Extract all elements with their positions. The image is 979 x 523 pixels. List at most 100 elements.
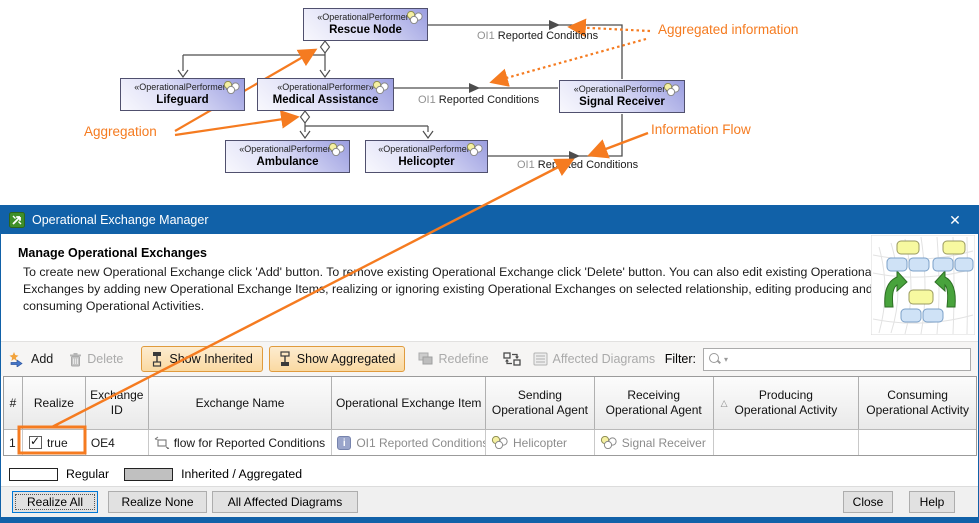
- header-exchange-name[interactable]: Exchange Name: [149, 377, 333, 429]
- diagram-connectors: [174, 18, 651, 161]
- stereotype-label: «OperationalPerformer»: [317, 12, 414, 22]
- title-bar: Operational Exchange Manager ✕: [1, 206, 978, 234]
- node-ambulance[interactable]: «OperationalPerformer» Ambulance: [225, 140, 350, 173]
- performer-icon: [600, 436, 617, 449]
- header-operational-exchange-item[interactable]: Operational Exchange Item: [332, 377, 487, 429]
- annotation-information-flow: Information Flow: [651, 122, 751, 137]
- legend-regular-label: Regular: [66, 467, 110, 481]
- performer-icon: [663, 83, 680, 96]
- operational-exchange-manager-window: Operational Exchange Manager ✕ Manage Op…: [0, 205, 979, 523]
- realize-none-button[interactable]: Realize None: [108, 491, 207, 513]
- cell-sending-agent: Helicopter: [486, 430, 595, 455]
- window-title: Operational Exchange Manager: [32, 213, 209, 227]
- cell-exchange-name: flow for Reported Conditions: [149, 430, 333, 455]
- show-aggregated-icon: [280, 351, 290, 366]
- add-icon: [9, 351, 23, 367]
- stereotype-label: «OperationalPerformer»: [134, 82, 231, 92]
- realize-all-button[interactable]: Realize All: [12, 491, 98, 513]
- node-signal-receiver[interactable]: «OperationalPerformer» Signal Receiver: [559, 80, 685, 113]
- switch-glyph-icon: [502, 352, 521, 366]
- filter-input[interactable]: [728, 348, 970, 370]
- node-rescue-node[interactable]: «OperationalPerformer» Rescue Node: [303, 8, 428, 41]
- description-line-1: To create new Operational Exchange click…: [23, 265, 875, 279]
- table-row[interactable]: 1 ✓ true OE4 flow for Reported Condition…: [4, 429, 976, 455]
- node-name: Medical Assistance: [272, 94, 379, 106]
- description-line-3: consuming Operational Activities.: [23, 299, 205, 313]
- stereotype-label: «OperationalPerformer»: [573, 84, 671, 94]
- show-aggregated-toggle[interactable]: Show Aggregated: [268, 346, 406, 372]
- cell-exchange-id: OE4: [86, 430, 149, 455]
- switch-icon[interactable]: [502, 351, 521, 367]
- filter-label: Filter:: [664, 352, 696, 366]
- filter-field[interactable]: ▾: [703, 347, 971, 371]
- info-icon: i: [337, 435, 352, 450]
- dialog-button-bar: Realize All Realize None All Affected Di…: [1, 486, 978, 517]
- dialog-heading: Manage Operational Exchanges: [18, 246, 207, 260]
- legend-inherited-label: Inherited / Aggregated: [181, 467, 303, 481]
- all-affected-diagrams-button[interactable]: All Affected Diagrams: [212, 491, 358, 513]
- cell-receiving-agent: Signal Receiver: [595, 430, 714, 455]
- performer-icon: [328, 143, 345, 156]
- sort-ascending-icon: △: [720, 398, 728, 408]
- cell-operational-exchange-item: i OI1 Reported Conditions: [332, 430, 486, 455]
- help-button[interactable]: Help: [909, 491, 955, 513]
- add-button[interactable]: Add: [9, 351, 53, 367]
- flow-label-bottom: OI1 Reported Conditions: [517, 159, 639, 171]
- node-name: Ambulance: [256, 156, 319, 168]
- stereotype-label: «OperationalPerformer»: [239, 144, 336, 154]
- flow-label-top: OI1 Reported Conditions: [477, 30, 599, 42]
- cell-number: 1: [4, 430, 23, 455]
- stereotype-label: «OperationalPerformer»: [378, 144, 475, 154]
- node-helicopter[interactable]: «OperationalPerformer» Helicopter: [365, 140, 488, 173]
- redefine-icon: [418, 352, 433, 365]
- filter-group: Filter: ▾: [664, 347, 971, 371]
- performer-icon: [223, 81, 240, 94]
- annotation-aggregation: Aggregation: [84, 124, 157, 139]
- affected-diagrams-icon: [533, 352, 548, 366]
- header-number[interactable]: #: [4, 377, 23, 429]
- performer-icon: [491, 436, 508, 449]
- dialog-toolbar: Add Delete Show Inherited: [1, 341, 978, 376]
- node-medical-assistance[interactable]: «OperationalPerformer» Medical Assistanc…: [257, 78, 394, 111]
- cell-producing-activity: [714, 430, 860, 455]
- dialog-illustration: [871, 235, 975, 335]
- dialog-description-panel: Manage Operational Exchanges To create n…: [1, 234, 978, 340]
- node-name: Rescue Node: [329, 24, 402, 36]
- performer-icon: [466, 143, 483, 156]
- cell-consuming-activity: [859, 430, 976, 455]
- table-legend: Regular Inherited / Aggregated: [1, 462, 978, 486]
- stereotype-label: «OperationalPerformer»: [277, 82, 374, 92]
- redefine-button: Redefine: [418, 352, 489, 366]
- legend-regular-swatch: [9, 467, 58, 481]
- show-inherited-icon: [153, 352, 162, 367]
- search-icon: [708, 352, 722, 366]
- close-button[interactable]: Close: [843, 491, 893, 513]
- realize-checkbox[interactable]: ✓: [28, 434, 42, 449]
- node-lifeguard[interactable]: «OperationalPerformer» Lifeguard: [120, 78, 245, 111]
- app-icon: [9, 212, 25, 228]
- filter-caret-icon[interactable]: ▾: [724, 354, 729, 364]
- node-name: Lifeguard: [156, 94, 209, 106]
- legend-inherited-swatch: [124, 467, 174, 481]
- header-realize[interactable]: Realize: [23, 377, 86, 429]
- information-flow-icon: [154, 436, 169, 449]
- performer-icon: [406, 11, 423, 24]
- cell-realize: ✓ true: [23, 430, 86, 455]
- show-inherited-toggle[interactable]: Show Inherited: [141, 346, 263, 372]
- node-name: Helicopter: [398, 156, 455, 168]
- delete-button: Delete: [69, 352, 123, 367]
- node-name: Signal Receiver: [579, 96, 665, 108]
- description-line-2: Exchanges by adding new Operational Exch…: [23, 282, 873, 296]
- affected-diagrams-button: Affected Diagrams: [533, 352, 655, 366]
- flow-label-middle: OI1 Reported Conditions: [418, 94, 540, 106]
- close-icon[interactable]: ✕: [949, 212, 961, 228]
- annotation-aggregated-information: Aggregated information: [658, 22, 799, 37]
- operational-structure-diagram: «OperationalPerformer» Rescue Node «Oper…: [0, 0, 979, 205]
